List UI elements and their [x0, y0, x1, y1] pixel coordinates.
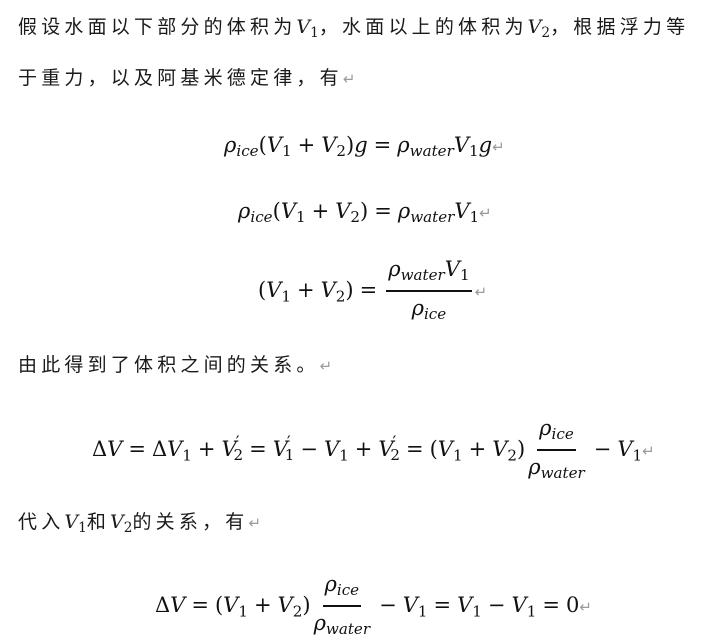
text: ，水面以上的体积为	[318, 16, 528, 38]
text: 假设水面以下部分的体积为	[18, 16, 297, 38]
paragraph-mark-icon: ↵	[248, 514, 262, 532]
paragraph-mark-icon: ↵	[479, 204, 492, 222]
paragraph-2: 由此得到了体积之间的关系。↵	[18, 352, 332, 379]
equation-1: ρice(V1+V2)g=ρwaterV1g↵	[224, 133, 505, 161]
paragraph-mark-icon: ↵	[474, 283, 488, 302]
v1-symbol: V1	[296, 16, 319, 41]
equation-2: ρice(V1+V2)=ρwaterV1↵	[238, 199, 492, 227]
text: 于重力，以及阿基米德定律，有	[18, 67, 343, 89]
v1-symbol: V1	[64, 511, 87, 536]
text: 的关系，有	[132, 511, 249, 533]
v2-symbol: V2	[527, 16, 551, 41]
paragraph-3: 代入V1和V2的关系，有↵	[18, 509, 261, 541]
text: 和	[86, 511, 111, 533]
text: ，根据浮力等	[550, 16, 690, 38]
paragraph-mark-icon: ↵	[579, 598, 592, 617]
paragraph-1-line-1: 假设水面以下部分的体积为V1，水面以上的体积为V2，根据浮力等	[18, 14, 689, 46]
v2-symbol: V2	[110, 511, 133, 536]
text: 代入	[18, 511, 65, 533]
paragraph-1-line-2: 于重力，以及阿基米德定律，有↵	[18, 65, 355, 92]
paragraph-mark-icon: ↵	[342, 70, 356, 88]
paragraph-mark-icon: ↵	[492, 138, 505, 156]
paragraph-mark-icon: ↵	[319, 357, 333, 375]
paragraph-mark-icon: ↵	[642, 442, 655, 461]
text: 由此得到了体积之间的关系。	[18, 354, 320, 376]
